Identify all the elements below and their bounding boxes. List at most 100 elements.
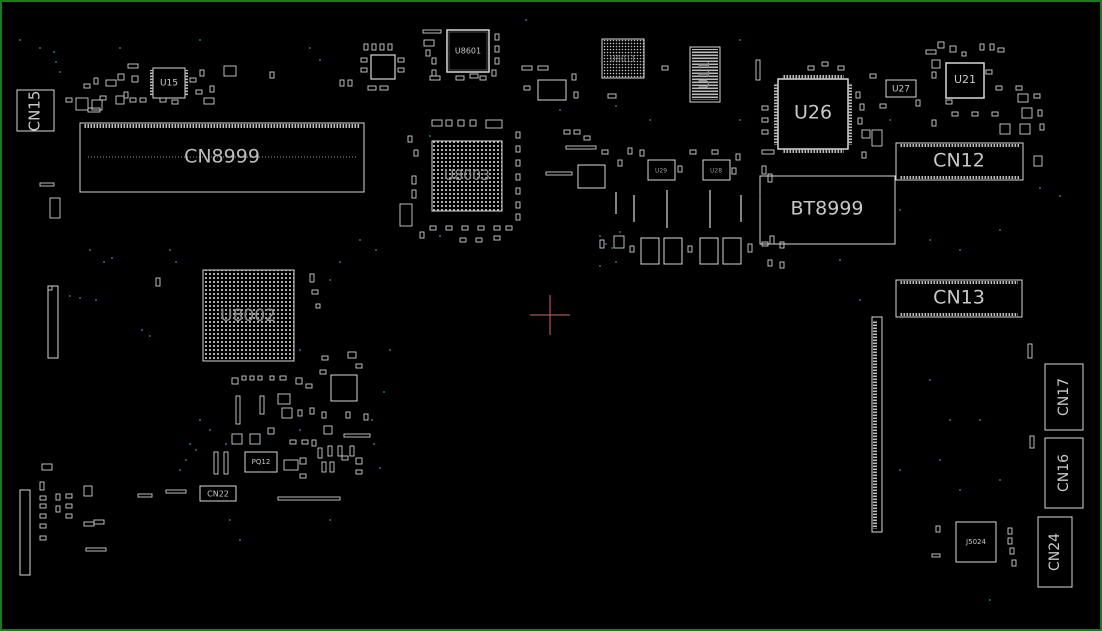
via-dot (379, 467, 381, 469)
passive-part (139, 97, 147, 103)
u11-label: U11 (697, 61, 713, 89)
via-dot (599, 235, 601, 237)
passive-part (47, 285, 53, 291)
u8003-chip[interactable]: U8003 (431, 140, 503, 212)
passive-part (617, 159, 623, 167)
passive-part (39, 513, 47, 519)
cn15-connector[interactable]: CN15 (16, 89, 55, 132)
passive-part (461, 225, 469, 231)
passive-part (105, 79, 117, 87)
passive-part (1011, 559, 1017, 567)
passive-part (879, 103, 887, 109)
u8003-label: U8003 (444, 168, 490, 184)
cn22-label: CN22 (207, 490, 229, 499)
via-dot (185, 459, 187, 461)
passive-part (277, 393, 291, 405)
via-dot (149, 335, 151, 337)
passive-part (767, 259, 773, 267)
passive-part (515, 173, 521, 181)
side-connector-bottom-left[interactable] (19, 489, 31, 576)
via-dot (979, 419, 981, 421)
u8002-chip[interactable]: U8002 (202, 269, 295, 362)
cn16-connector[interactable]: CN16 (1044, 437, 1084, 509)
cn17-connector[interactable]: CN17 (1044, 363, 1084, 431)
passive-part (731, 167, 737, 175)
u28-chip[interactable]: U28 (702, 159, 731, 181)
passive-part (55, 493, 61, 501)
passive-part (573, 129, 581, 135)
via-dot (103, 261, 105, 263)
u27-chip[interactable]: U27 (885, 79, 917, 98)
passive-part (445, 119, 453, 127)
via-dot (989, 599, 991, 601)
via-dot (309, 47, 311, 49)
bt8999-battery-connector[interactable]: BT8999 (759, 175, 896, 245)
cn12-label: CN12 (933, 150, 985, 172)
via-dot (179, 469, 181, 471)
via-dot (175, 261, 177, 263)
cn8999-connector[interactable]: CN8999 (79, 122, 365, 193)
passive-part (1027, 343, 1033, 359)
u26-chip[interactable]: U26 (774, 75, 852, 153)
cn22-connector[interactable]: CN22 (199, 485, 237, 502)
via-dot (615, 105, 617, 107)
pq12-mosfet[interactable]: PQ12 (244, 451, 278, 473)
cn13-connector[interactable]: CN13 (895, 279, 1023, 318)
sim-part[interactable] (577, 164, 606, 189)
passive-part (807, 65, 815, 71)
passive-part (259, 395, 265, 415)
passive-part (171, 99, 179, 105)
passive-part (189, 77, 197, 83)
via-dot (259, 443, 261, 445)
passive-part (601, 149, 609, 155)
passive-part (515, 145, 521, 153)
passive-part (321, 461, 327, 473)
passive-part (349, 445, 355, 457)
passive-part (345, 411, 351, 419)
passive-part (425, 49, 431, 57)
passive-part (39, 503, 47, 509)
passive-part (991, 111, 999, 117)
passive-part (945, 99, 953, 105)
passive-part (355, 457, 363, 465)
audio-codec-chip[interactable] (330, 374, 358, 402)
passive-part (355, 469, 363, 475)
u8601-chip[interactable]: U8601 (446, 29, 490, 73)
passive-part (127, 63, 139, 69)
passive-part (93, 77, 99, 85)
cn15-label: CN15 (26, 91, 44, 132)
cn24-connector[interactable]: CN24 (1037, 516, 1073, 588)
passive-part (337, 445, 343, 457)
u8011-chip[interactable]: U8011 (601, 38, 645, 79)
passive-part (257, 375, 263, 381)
u381-chip[interactable] (370, 54, 396, 80)
passive-part (935, 525, 941, 533)
u11-chip[interactable]: U11 (689, 46, 721, 103)
passive-part (661, 65, 669, 71)
u29-chip[interactable]: U29 (647, 159, 676, 181)
via-dot (225, 443, 227, 445)
via-dot (209, 429, 211, 431)
via-dot (371, 419, 373, 421)
side-connector-left[interactable] (47, 285, 59, 359)
passive-part (915, 99, 921, 107)
passive-part (861, 129, 871, 139)
passive-part (475, 237, 483, 243)
long-connector-right[interactable] (871, 316, 883, 533)
passive-part (627, 147, 633, 155)
via-dot (111, 257, 113, 259)
cn12-connector[interactable]: CN12 (895, 142, 1024, 181)
u15-chip[interactable]: U15 (150, 67, 188, 99)
passive-part (249, 433, 261, 445)
passive-part (249, 375, 255, 381)
pq12-label: PQ12 (252, 458, 271, 466)
passive-part (599, 239, 605, 249)
passive-part (75, 97, 89, 111)
crystal-part[interactable] (537, 79, 567, 101)
u21-chip[interactable]: U21 (945, 62, 985, 99)
via-dot (839, 259, 841, 261)
passive-part (837, 65, 845, 71)
passive-part (639, 149, 645, 157)
j5024-jack[interactable]: J5024 (955, 521, 997, 563)
passive-part (327, 445, 333, 457)
